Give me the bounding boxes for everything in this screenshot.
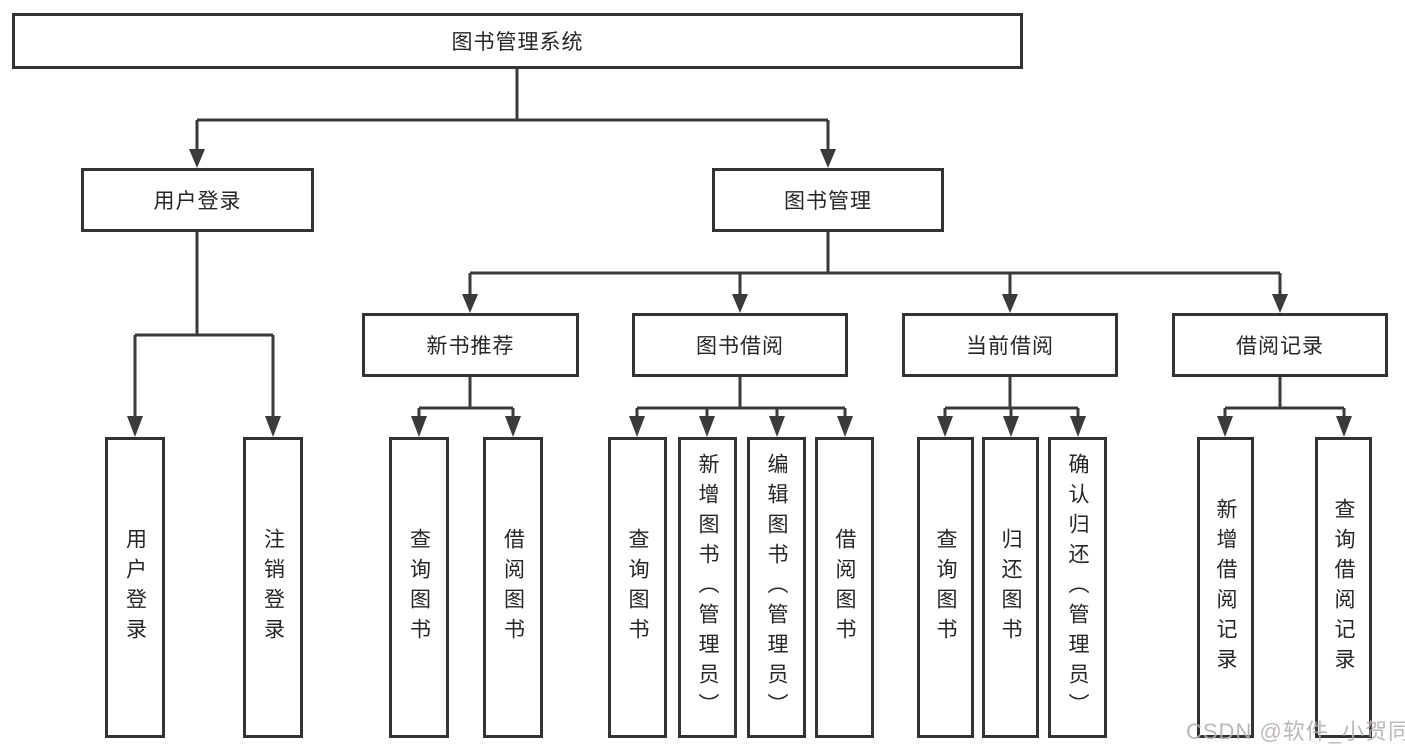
leaf-user-login-label: 用户登录 xyxy=(123,527,147,648)
leaf-query-books-1-label: 查询图书 xyxy=(407,527,431,648)
leaf-confirm-return-admin: 确认归还（管理员） xyxy=(1048,437,1107,738)
leaf-return-books: 归还图书 xyxy=(982,437,1039,738)
leaf-edit-books-admin-label: 编辑图书（管理员） xyxy=(765,452,788,723)
leaf-borrow-books-1-label: 借阅图书 xyxy=(501,527,525,648)
node-book-borrow-label: 图书借阅 xyxy=(696,335,784,358)
leaf-query-books-3-label: 查询图书 xyxy=(934,527,957,648)
node-user-login-label: 用户登录 xyxy=(153,190,242,213)
node-new-book-recommend: 新书推荐 xyxy=(362,313,579,377)
node-root-label: 图书管理系统 xyxy=(451,31,584,54)
node-root: 图书管理系统 xyxy=(12,13,1023,69)
leaf-borrow-books-2: 借阅图书 xyxy=(815,437,874,738)
node-book-management-label: 图书管理 xyxy=(784,190,872,213)
leaf-logout-label: 注销登录 xyxy=(261,527,285,648)
leaf-query-borrow-record: 查询借阅记录 xyxy=(1315,437,1372,738)
node-borrow-record: 借阅记录 xyxy=(1172,313,1388,377)
leaf-query-books-3: 查询图书 xyxy=(917,437,974,738)
leaf-query-borrow-record-label: 查询借阅记录 xyxy=(1332,497,1355,678)
node-new-book-recommend-label: 新书推荐 xyxy=(426,335,515,358)
node-user-login: 用户登录 xyxy=(81,168,314,232)
arrowheads xyxy=(127,149,1352,437)
leaf-add-books-admin: 新增图书（管理员） xyxy=(678,437,737,738)
leaf-query-books-2: 查询图书 xyxy=(608,437,667,738)
leaf-add-borrow-record: 新增借阅记录 xyxy=(1197,437,1254,738)
csdn-watermark: CSDN @软件_小贺同学 xyxy=(1186,719,1405,744)
leaf-edit-books-admin: 编辑图书（管理员） xyxy=(747,437,806,738)
leaf-add-borrow-record-label: 新增借阅记录 xyxy=(1214,497,1237,678)
node-borrow-record-label: 借阅记录 xyxy=(1236,335,1324,358)
node-book-management: 图书管理 xyxy=(712,168,944,232)
leaf-logout: 注销登录 xyxy=(243,437,303,738)
leaf-confirm-return-admin-label: 确认归还（管理员） xyxy=(1066,452,1089,723)
leaf-query-books-1: 查询图书 xyxy=(389,437,449,738)
leaf-borrow-books-2-label: 借阅图书 xyxy=(833,527,856,648)
leaf-user-login: 用户登录 xyxy=(105,437,165,738)
node-current-borrow: 当前借阅 xyxy=(902,313,1118,377)
leaf-return-books-label: 归还图书 xyxy=(999,527,1022,648)
node-book-borrow: 图书借阅 xyxy=(632,313,848,377)
node-current-borrow-label: 当前借阅 xyxy=(966,335,1054,358)
leaf-add-books-admin-label: 新增图书（管理员） xyxy=(696,452,719,723)
leaf-borrow-books-1: 借阅图书 xyxy=(483,437,543,738)
leaf-query-books-2-label: 查询图书 xyxy=(626,527,649,648)
